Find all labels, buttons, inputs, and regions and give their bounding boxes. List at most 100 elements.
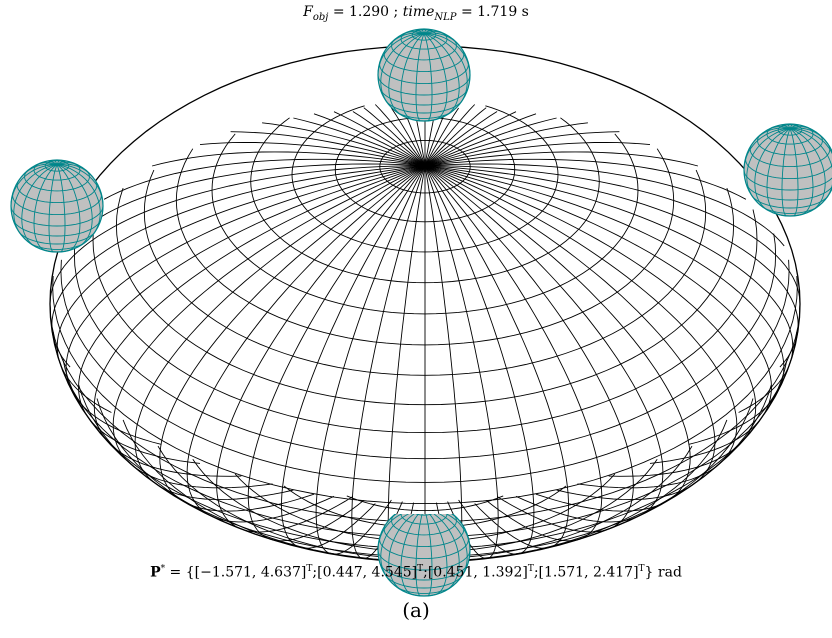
figure-title: Fobj = 1.290 ; timeNLP = 1.719 s (0, 4, 832, 23)
ellipsoid-meridian (112, 165, 426, 489)
param-vector-1: [−1.571, 4.637] (194, 564, 307, 581)
ellipsoid-meridian (103, 158, 426, 200)
ellipsoid-meridian (424, 163, 785, 247)
ellipsoid-meridian (230, 131, 426, 167)
ellipsoid-parallel (143, 169, 707, 376)
ellipsoid-parallel (796, 275, 798, 288)
ellipsoid-meridian (424, 111, 517, 166)
ellipsoid-meridian (424, 107, 459, 166)
time-value: = 1.719 s (460, 4, 529, 20)
ellipsoid-meridian (391, 107, 426, 166)
ellipsoid-meridian (424, 165, 569, 549)
ellipsoid-meridian (247, 165, 426, 542)
ellipsoid-meridian (93, 165, 426, 477)
ellipsoid-parallel (175, 148, 675, 346)
ellipsoid-meridian (313, 113, 426, 166)
ellipsoid-parallel (250, 117, 600, 284)
f-obj-subscript: obj (312, 11, 329, 23)
ellipsoid-meridian (351, 165, 426, 560)
ellipsoid-meridian (424, 165, 535, 555)
param-vector-4: [1.571, 2.417] (538, 564, 639, 581)
ellipsoid-parallel (695, 169, 707, 213)
sphere-top (377, 28, 471, 122)
param-close: } rad (644, 564, 682, 581)
ellipsoid-meridian (424, 165, 785, 445)
ellipsoid-meridian (424, 113, 537, 166)
ellipsoid-parallel (485, 105, 559, 175)
ellipsoid-meridian (424, 165, 738, 489)
param-sep-2: ; (423, 564, 428, 581)
ellipsoid-meridian (216, 165, 426, 533)
f-obj-value: = 1.290 ; (332, 4, 399, 20)
ellipsoid-meridian (281, 165, 426, 549)
ellipsoid-meridian (151, 151, 426, 167)
ellipsoid-meridian (134, 165, 426, 501)
ellipsoid-parallel (211, 133, 639, 315)
ellipsoid-meridian (424, 111, 498, 166)
ellipsoid-meridian (424, 165, 772, 464)
ellipsoid-parallel (752, 209, 758, 240)
ellipsoid-parallel (788, 259, 790, 271)
param-sep-1: ; (312, 564, 318, 581)
param-vector-1-sup: T (306, 564, 313, 574)
ellipsoid-meridian (363, 107, 426, 166)
sphere-left (10, 159, 104, 253)
ellipsoid-meridian (424, 165, 634, 533)
time-symbol: time (402, 4, 435, 20)
param-vector-2-sup: T (417, 564, 424, 574)
ellipsoid-parallel (773, 233, 777, 255)
param-vector-4-sup: T (638, 564, 645, 574)
sphere-group-front (10, 28, 832, 597)
ellipsoid-meridian (424, 165, 716, 501)
ellipsoid-meridian (333, 111, 426, 166)
ellipsoid-meridian (424, 165, 801, 310)
ellipsoid-meridian (199, 142, 426, 167)
param-vector-2: [0.447, 4.545] (317, 564, 418, 581)
ellipsoid-meridian (159, 165, 426, 512)
ellipsoid-meridian (424, 165, 757, 477)
ellipsoid-meridian (65, 165, 426, 445)
time-subscript: NLP (434, 11, 457, 23)
ellipsoid-wireframe (49, 45, 801, 563)
ellipsoid-meridian (78, 165, 426, 464)
ellipsoid-parallel (73, 233, 777, 460)
param-sep-3: ; (533, 564, 539, 581)
ellipsoid-meridian (374, 104, 426, 166)
ellipsoid-parallel (656, 148, 675, 201)
ellipsoid-meridian (424, 165, 499, 560)
ellipsoid-parallel (60, 259, 790, 483)
ellipsoid-meridian (424, 131, 620, 167)
ellipsoid-parallel (726, 187, 735, 226)
p-star: * (160, 564, 166, 574)
param-vector-3-sup: T (527, 564, 534, 574)
ellipsoid-meridian (424, 158, 747, 200)
ellipsoid-meridian (424, 142, 651, 167)
param-vector-3: [0.451, 1.392] (427, 564, 528, 581)
sphere-bottom (377, 514, 471, 597)
ellipsoid-meridian (424, 122, 588, 167)
p-eq-open: = { (165, 564, 195, 581)
f-obj-symbol: F (303, 4, 313, 20)
subfigure-label: (a) (402, 598, 430, 622)
sphere-right (743, 123, 832, 217)
ellipsoid-meridian (293, 117, 426, 167)
ellipsoid-meridian (424, 151, 699, 167)
ellipsoid-meridian (262, 122, 426, 167)
ellipsoid-parallel (52, 275, 798, 505)
p-symbol: P (150, 564, 161, 581)
ellipsoid-meridian (424, 165, 691, 512)
ellipsoid-meridian (352, 111, 426, 166)
ellipsoid-meridian (186, 165, 426, 523)
ellipsoid-parallel (115, 187, 735, 406)
ellipsoid-meridian (424, 165, 664, 523)
ellipsoid-outline (49, 45, 801, 563)
ellipsoid-meridian (424, 165, 603, 542)
ellipsoid-meridian (424, 117, 557, 167)
parameter-set-caption: P* = {[−1.571, 4.637]T;[0.447, 4.545]T;[… (0, 564, 832, 581)
ellipsoid-parallel (560, 117, 600, 182)
ellipsoid-meridian (424, 104, 476, 166)
ellipsoid-meridian (424, 107, 487, 166)
ellipsoid-meridian (315, 165, 426, 555)
ellipsoid-meridian (49, 165, 426, 310)
